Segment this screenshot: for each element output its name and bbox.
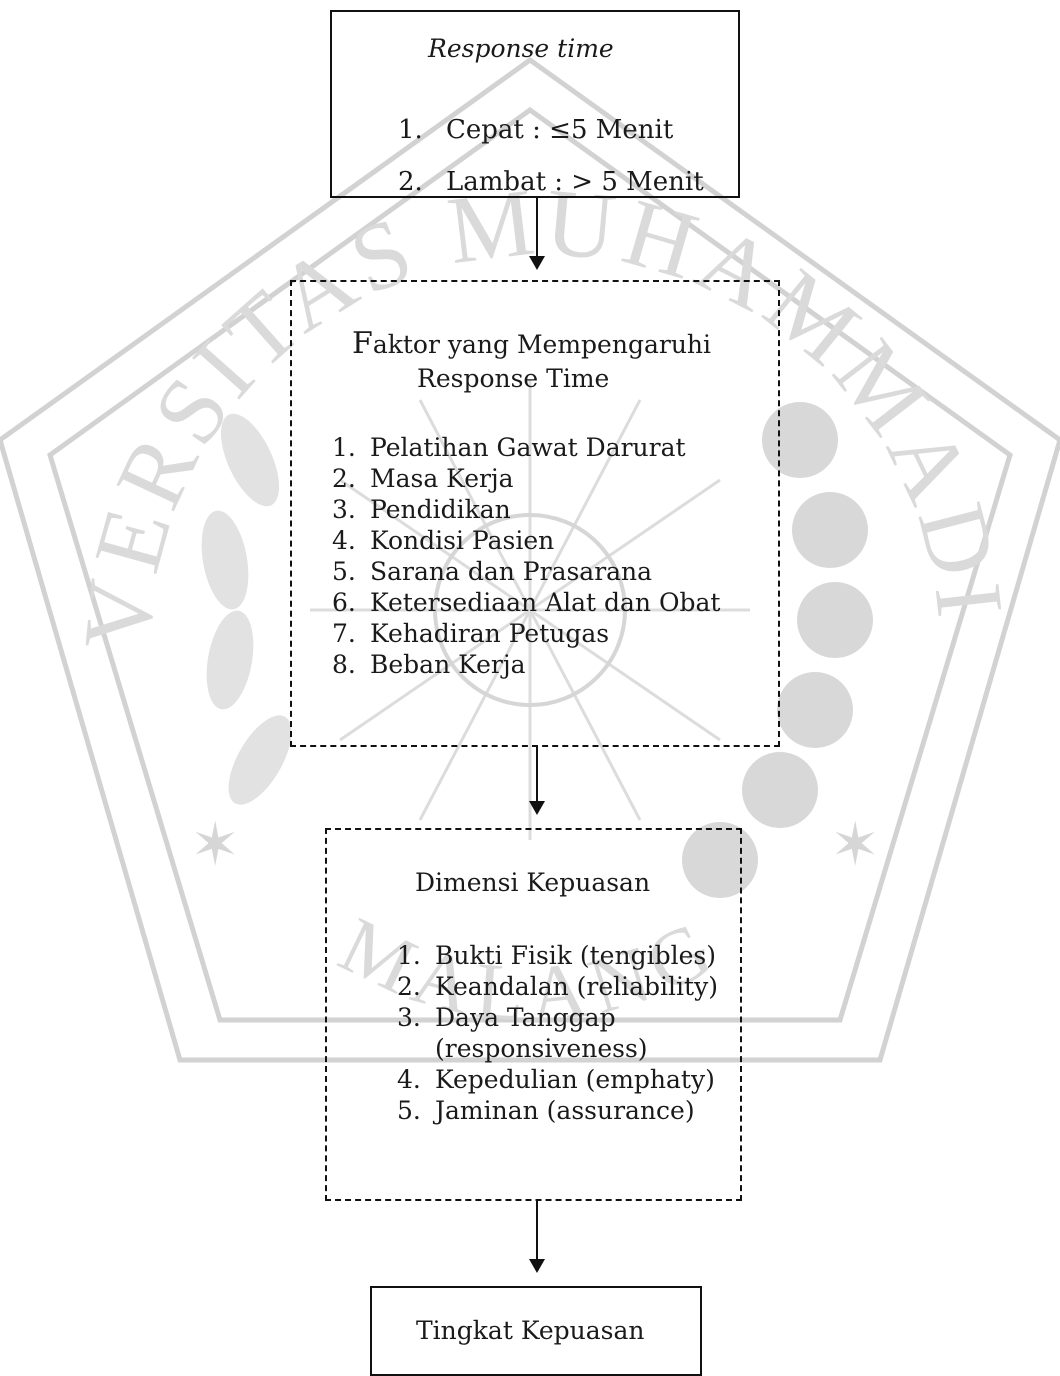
response-time-box: Response time 1. Cepat : ≤5 Menit 2. Lam… [330, 10, 740, 198]
list-item: 8.Beban Kerja [332, 650, 526, 679]
laurel-right [682, 402, 873, 898]
list-item: 6.Ketersediaan Alat dan Obat [332, 588, 721, 617]
arrow-to-factors [529, 198, 545, 270]
list-item: 5.Sarana dan Prasarana [332, 557, 653, 586]
sun-core [433, 513, 627, 707]
factors-box: Faktor yang Mempengaruhi Response Time 1… [290, 280, 780, 747]
list-item: 5.Jaminan (assurance) [397, 1096, 695, 1125]
seal-star-right: ✶ [830, 810, 880, 880]
list-item: 1.Bukti Fisik (tengibles) [397, 941, 716, 970]
list-item: 4.Kondisi Pasien [332, 526, 555, 555]
list-item: 2. Lambat : > 5 Menit [398, 167, 704, 197]
arrow-to-dimensions [529, 747, 545, 815]
list-item: 7.Kehadiran Petugas [332, 619, 610, 648]
list-item: 4.Kepedulian (emphaty) [397, 1065, 715, 1094]
satisfaction-box: Tingkat Kepuasan [370, 1286, 702, 1376]
seal-inner-pentagon [47, 106, 1013, 1023]
seal-outer-pentagon [0, 56, 1060, 1063]
list-item: 2.Keandalan (reliability) [397, 972, 718, 1001]
laurel-left [201, 413, 292, 805]
list-item: 3.Pendidikan [332, 495, 511, 524]
seal-star-left: ✶ [190, 810, 240, 880]
response-time-title: Response time [428, 34, 614, 63]
dimension-box: Dimensi Kepuasan 1.Bukti Fisik (tengible… [325, 828, 742, 1201]
dimension-title: Dimensi Kepuasan [415, 868, 651, 897]
satisfaction-title: Tingkat Kepuasan [416, 1316, 645, 1345]
factors-title-line2: Response Time [417, 364, 610, 393]
list-item: 1. Cepat : ≤5 Menit [398, 115, 674, 145]
list-item: (responsiveness) [435, 1034, 648, 1063]
response-time-list: 1. Cepat : ≤5 Menit 2. Lambat : > 5 Meni… [398, 104, 704, 208]
list-item: 2.Masa Kerja [332, 464, 514, 493]
dimension-list: 1.Bukti Fisik (tengibles) 2.Keandalan (r… [397, 940, 718, 1126]
factors-title: Faktor yang Mempengaruhi [352, 326, 712, 361]
list-item: 3.Daya Tanggap [397, 1003, 616, 1032]
list-item: 1.Pelatihan Gawat Darurat [332, 433, 686, 462]
factors-list: 1.Pelatihan Gawat Darurat 2.Masa Kerja 3… [332, 432, 720, 680]
arrow-to-satisfaction [529, 1201, 545, 1273]
